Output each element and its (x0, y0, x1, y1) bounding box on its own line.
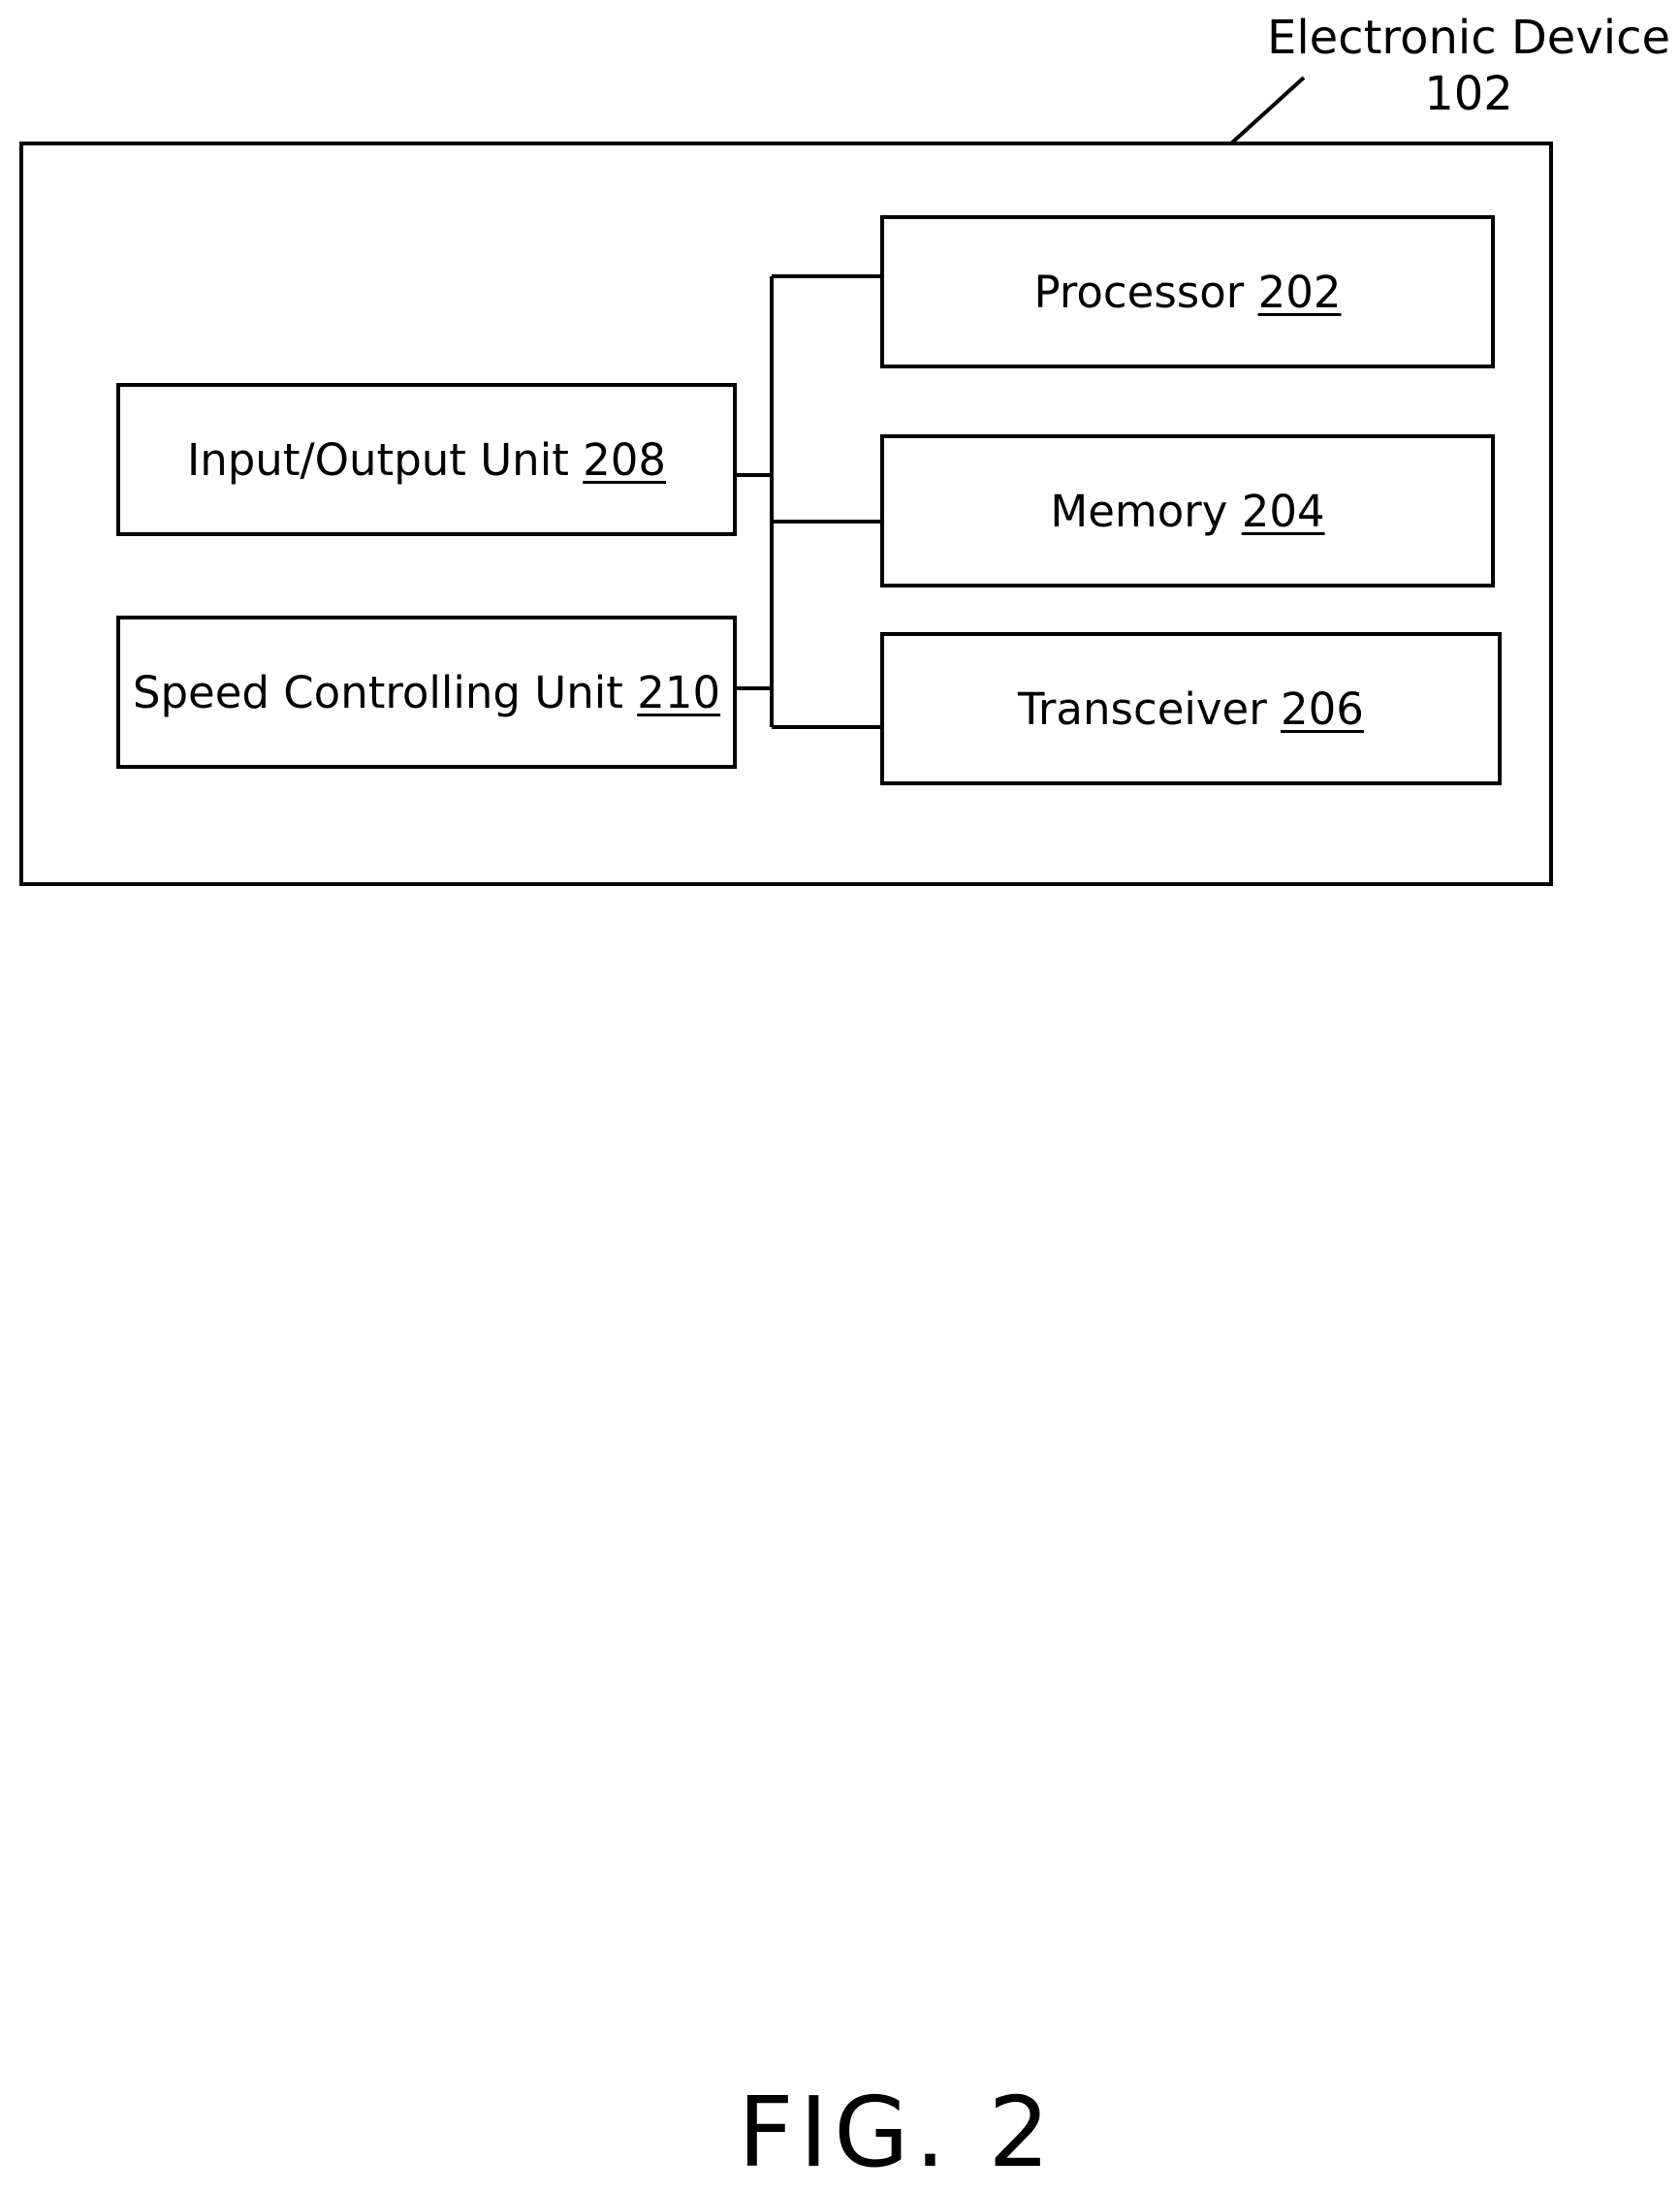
memory-block: Memory 204 (880, 434, 1495, 587)
io-unit-name: Input/Output Unit (187, 434, 569, 486)
processor-block: Processor 202 (880, 215, 1495, 368)
transceiver-block: Transceiver 206 (880, 632, 1502, 785)
memory-name: Memory (1050, 486, 1227, 537)
io-unit-ref: 208 (583, 434, 666, 486)
speed-unit-name: Speed Controlling Unit (133, 667, 623, 718)
transceiver-name: Transceiver (1018, 683, 1267, 735)
transceiver-ref: 206 (1281, 683, 1364, 735)
speed-unit-block: Speed Controlling Unit 210 (116, 616, 737, 769)
io-unit-block: Input/Output Unit 208 (116, 383, 737, 536)
device-name: Electronic Device (1260, 10, 1677, 66)
processor-ref: 202 (1258, 267, 1342, 318)
device-label: Electronic Device 102 (1260, 10, 1677, 122)
speed-unit-ref: 210 (637, 667, 720, 718)
memory-ref: 204 (1242, 486, 1325, 537)
device-ref: 102 (1260, 66, 1677, 122)
processor-name: Processor (1034, 267, 1245, 318)
figure-label: FIG. 2 (679, 2075, 1115, 2191)
